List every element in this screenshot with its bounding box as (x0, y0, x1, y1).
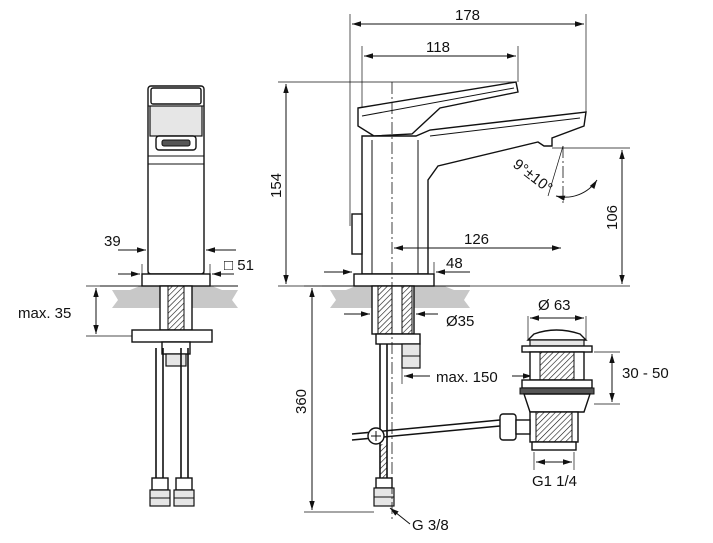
dim-square-base: □ 51 (224, 257, 254, 274)
dim-waste-diameter: Ø 63 (538, 297, 571, 314)
waste-plug (526, 329, 588, 341)
dim-waste-height: 30 - 50 (622, 365, 669, 382)
side-view: 178 118 154 106 126 48 9°±10° (268, 7, 630, 534)
dim-hose-length: 360 (293, 389, 310, 414)
front-view: 39 □ 51 max. 35 (18, 85, 254, 507)
dim-inlet-thread: G 3/8 (412, 517, 449, 534)
faucet-column (361, 111, 587, 275)
dim-max-deck: max. 35 (18, 305, 71, 322)
lever-handle (357, 81, 519, 137)
waste-assembly: Ø 63 30 - 50 G1 1/4 (499, 297, 669, 490)
dim-body-width: 39 (104, 233, 121, 250)
dim-spout-height: 106 (604, 205, 621, 230)
dim-spout-length: 118 (426, 39, 450, 56)
dim-spout-reach: 126 (464, 231, 489, 248)
dim-max-pull: max. 150 (436, 369, 498, 386)
dim-waste-thread: G1 1/4 (532, 473, 577, 490)
dim-total-height: 154 (268, 173, 285, 198)
dim-spout-angle: 9°±10° (510, 156, 556, 197)
dim-total-width: 178 (455, 7, 480, 24)
dim-base-offset: 48 (446, 255, 463, 272)
dim-shank-diameter: Ø35 (446, 313, 474, 330)
